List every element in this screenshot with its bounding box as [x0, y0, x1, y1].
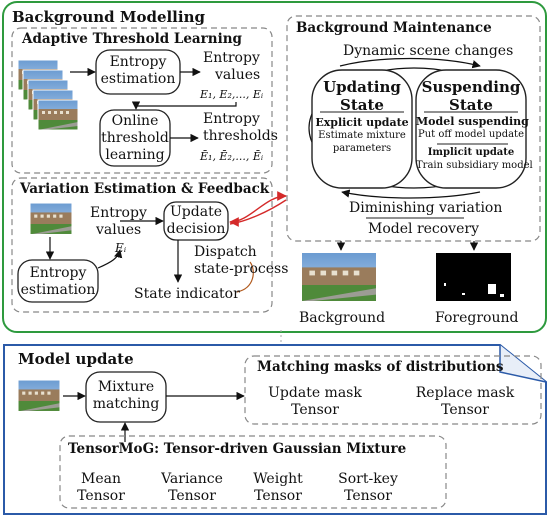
mixture-matching-box [85, 371, 167, 423]
adaptive-threshold-box [11, 27, 273, 174]
state-indicator-label: State indicator [134, 286, 240, 302]
entropy-thresholds-math: Ē₁, Ē₂,..., Ēᵢ [200, 150, 264, 163]
entropy-values-math: E₁, E₂,..., Eᵢ [200, 88, 264, 101]
adaptive-threshold-title: Adaptive Threshold Learning [22, 31, 242, 47]
background-image [302, 253, 376, 301]
entropy-estimation-label-top: Entropy estimation [100, 54, 176, 87]
update-decision-box [163, 201, 229, 241]
weight-tensor-label: Weight Tensor [253, 471, 303, 504]
background-label: Background [299, 310, 386, 326]
variation-estimation-box [11, 177, 273, 313]
matching-masks-box [244, 355, 542, 425]
entropy-values-label-var: Entropy values [90, 205, 147, 238]
diminishing-label: Diminishing variation [349, 200, 503, 216]
explicit-desc: Estimate mixture parameters [318, 130, 406, 154]
suspend-desc: Put off model update [417, 129, 524, 140]
suspending-state-title: Suspending State [421, 78, 521, 114]
entropy-estimation-label-bottom: Entropy estimation [20, 265, 96, 298]
entropy-thresholds-label: Entropy thresholds [203, 111, 278, 144]
model-recovery-label: Model recovery [368, 221, 479, 237]
background-maintenance-title: Background Maintenance [296, 20, 492, 36]
model-update-frame [3, 344, 547, 515]
mean-tensor-label: Mean Tensor [77, 471, 125, 504]
background-modelling-frame [2, 1, 547, 333]
entropy-values-label: Entropy values [203, 50, 261, 83]
foreground-image [436, 253, 511, 301]
background-maintenance-box [286, 15, 541, 242]
entropy-value-math: Eᵢ [115, 241, 127, 255]
updating-state-title: Updating State [323, 78, 401, 114]
implicit-update-label: Implicit update [427, 147, 515, 158]
mixture-matching-label: Mixture matching [92, 379, 160, 412]
background-modelling-title: Background Modelling [12, 8, 205, 26]
variation-title: Variation Estimation & Feedback [20, 181, 270, 197]
suspending-state-box [415, 69, 527, 189]
online-threshold-label: Online threshold learning [101, 113, 169, 163]
implicit-desc: Train subsidiary model [416, 160, 533, 171]
tensormog-box [59, 435, 447, 509]
foreground-label: Foreground [435, 310, 519, 326]
tensormog-title: TensorMoG: Tensor-driven Gaussian Mixtur… [68, 441, 407, 457]
entropy-estimation-box-bottom [17, 259, 99, 303]
variance-tensor-label: Variance Tensor [161, 471, 223, 504]
replace-mask-label: Replace mask Tensor [415, 385, 515, 418]
sortkey-tensor-label: Sort-key Tensor [338, 471, 398, 504]
matching-masks-title: Matching masks of distributions [257, 359, 504, 375]
update-decision-label: Update decision [166, 204, 226, 237]
model-suspending-label: Model suspending [416, 115, 529, 128]
updating-state-box [311, 69, 413, 189]
model-update-title: Model update [18, 350, 134, 368]
dispatch-label: Dispatch state-process [194, 244, 289, 277]
update-mask-label: Update mask Tensor [268, 385, 362, 418]
explicit-update-label: Explicit update [315, 116, 409, 129]
dynamic-changes-label: Dynamic scene changes [343, 43, 514, 59]
